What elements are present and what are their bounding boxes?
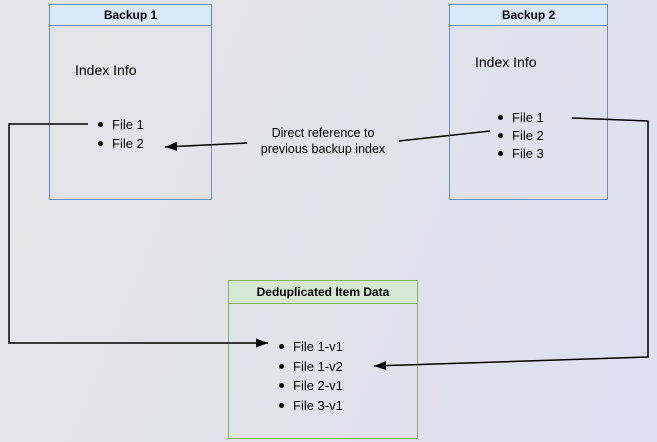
annotation-label: Direct reference to previous backup inde…: [238, 125, 408, 157]
bullet-icon: [98, 122, 103, 127]
backup2-index-info-label: Index Info: [475, 54, 537, 70]
dedup-title: Deduplicated Item Data: [256, 285, 390, 299]
backup2-file-1: File 1: [512, 109, 544, 125]
list-item: File 1-v2: [279, 357, 343, 377]
backup2-header: Backup 2: [450, 5, 607, 26]
dedup-file-list: File 1-v1 File 1-v2 File 2-v1 File 3-v1: [279, 337, 343, 415]
backup1-title: Backup 1: [103, 8, 158, 22]
annotation-line1: Direct reference to: [271, 126, 375, 140]
list-item: File 1-v1: [279, 337, 343, 357]
backup2-node: Backup 2: [449, 4, 608, 200]
dedup-file-1-v1: File 1-v1: [293, 339, 343, 355]
bullet-icon: [279, 402, 284, 408]
list-item: File 3-v1: [279, 396, 343, 416]
bullet-icon: [279, 344, 284, 350]
bullet-icon: [279, 363, 284, 369]
backup2-file-2: File 2: [512, 127, 544, 143]
backup1-file-2: File 2: [112, 136, 144, 151]
list-item: File 2-v1: [279, 376, 343, 396]
dedup-header: Deduplicated Item Data: [229, 281, 417, 304]
bullet-icon: [279, 383, 284, 389]
backup2-title: Backup 2: [501, 8, 556, 22]
bullet-icon: [498, 132, 503, 138]
backup2-file-3: File 3: [512, 145, 544, 161]
dedup-node: Deduplicated Item Data: [228, 280, 418, 439]
bullet-icon: [98, 141, 103, 146]
annotation-line2: previous backup index: [260, 142, 386, 156]
dedup-file-3-v1: File 3-v1: [293, 397, 343, 413]
backup1-file-1: File 1: [112, 117, 144, 132]
backup1-header: Backup 1: [50, 5, 211, 26]
dedup-file-1-v2: File 1-v2: [293, 358, 343, 374]
bullet-icon: [498, 150, 503, 156]
list-item: File 3: [498, 144, 544, 162]
backup2-file-list: File 1 File 2 File 3: [498, 108, 544, 162]
list-item: File 1: [98, 115, 144, 134]
backup1-file-list: File 1 File 2: [98, 115, 144, 153]
backup1-index-info-label: Index Info: [75, 62, 137, 78]
dedup-file-2-v1: File 2-v1: [293, 378, 343, 394]
list-item: File 2: [98, 134, 144, 153]
backup1-node: Backup 1: [49, 4, 212, 200]
list-item: File 2: [498, 126, 544, 144]
bullet-icon: [498, 114, 503, 120]
list-item: File 1: [498, 108, 544, 126]
